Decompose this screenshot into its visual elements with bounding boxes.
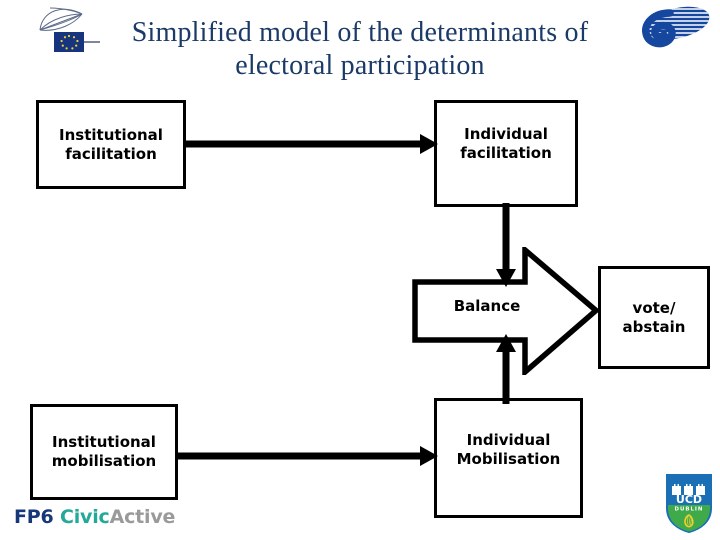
european-parliament-logo bbox=[38, 4, 110, 58]
footer-wordmark: FP6 CivicActive bbox=[14, 506, 175, 528]
ucd-dublin-logo: UCD DUBLIN bbox=[664, 472, 714, 534]
node-institutional-mobilisation: Institutional mobilisation bbox=[30, 404, 178, 500]
footer-civic: Civic bbox=[59, 506, 110, 528]
node-balance-label: Balance bbox=[453, 297, 521, 315]
arrow-inst-mob-to-indiv-mob bbox=[176, 446, 438, 466]
balance-block-arrow bbox=[412, 247, 600, 375]
fp6-logo bbox=[634, 4, 713, 50]
node-individual-mobilisation: Individual Mobilisation bbox=[434, 398, 583, 518]
footer-fp6: FP6 bbox=[14, 506, 60, 528]
slide-title: Simplified model of the determinants of … bbox=[131, 17, 589, 81]
arrow-indiv-mob-to-balance bbox=[496, 334, 516, 404]
node-outcome-vote-abstain: vote/ abstain bbox=[598, 266, 710, 369]
node-individual-facilitation: Individual facilitation bbox=[434, 100, 578, 207]
ucd-logo-text-bottom: DUBLIN bbox=[675, 507, 704, 513]
ucd-logo-text-top: UCD bbox=[676, 493, 702, 506]
footer-active: Active bbox=[109, 506, 176, 528]
arrow-inst-fac-to-indiv-fac bbox=[184, 134, 438, 154]
arrow-indiv-fac-to-balance bbox=[496, 203, 516, 287]
node-institutional-facilitation: Institutional facilitation bbox=[36, 100, 186, 189]
